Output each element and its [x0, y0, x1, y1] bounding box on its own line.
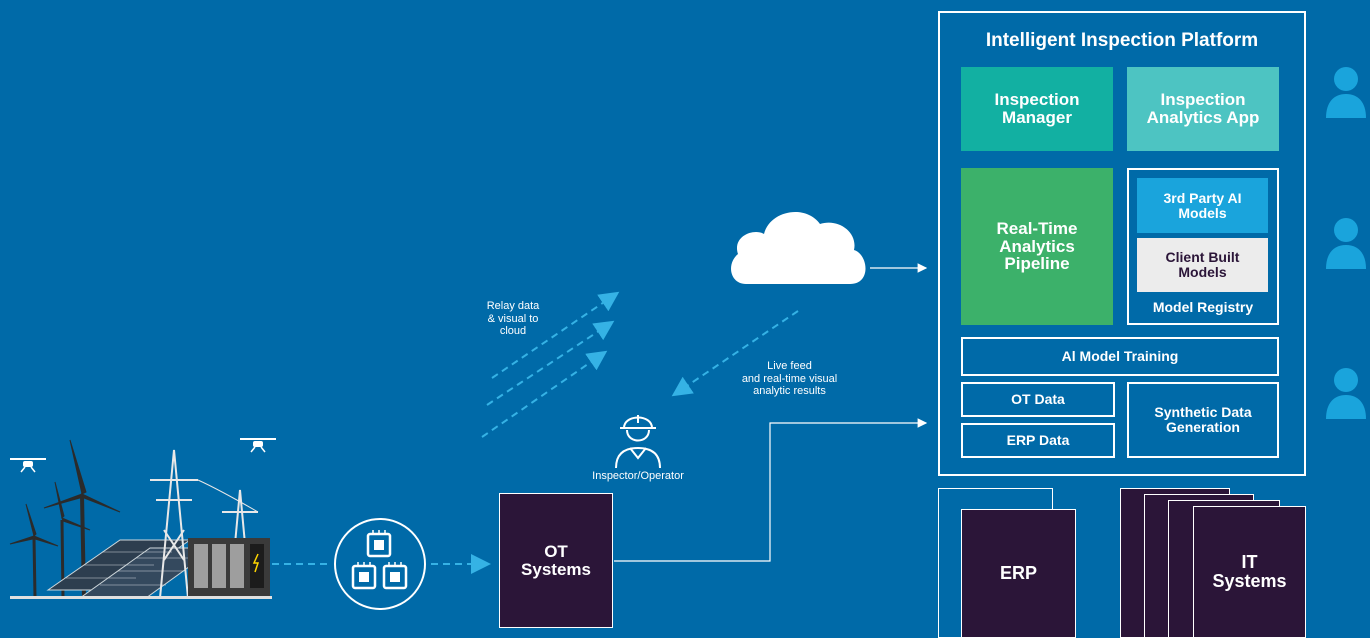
live-feed-label: Live feed and real-time visual analytic … [741, 360, 838, 398]
drone-icon [240, 438, 276, 453]
chip-icon [334, 518, 426, 610]
user-icon [1326, 368, 1366, 419]
model-registry-box [1127, 168, 1279, 325]
live-feed-arrow [671, 310, 799, 397]
relay-arrow-1 [491, 291, 620, 379]
synthetic-data-generation-box: Synthetic Data Generation [1127, 382, 1279, 458]
ot-to-platform-arrow [614, 418, 928, 562]
cloud-icon [731, 211, 866, 284]
erp-data-box: ERP Data [961, 423, 1115, 458]
ot-data-box: OT Data [961, 382, 1115, 417]
relay-arrow-3 [481, 350, 608, 438]
inspection-analytics-app-box: Inspection Analytics App [1127, 67, 1279, 151]
client-built-models-box: Client Built Models [1137, 238, 1268, 292]
it-systems-box: IT Systems [1193, 506, 1306, 638]
relay-arrow-2 [486, 320, 615, 406]
operator-label: Inspector/Operator [592, 470, 684, 482]
infrastructure-illustration [9, 438, 276, 599]
model-registry-label: Model Registry [1152, 298, 1254, 315]
wind-turbine-icon [9, 439, 121, 599]
third-party-ai-models-box: 3rd Party AI Models [1137, 178, 1268, 233]
operator-icon [615, 415, 661, 468]
real-time-analytics-pipeline-box: Real-Time Analytics Pipeline [961, 168, 1113, 325]
ai-model-training-box: Al Model Training [961, 337, 1279, 376]
platform-container [938, 11, 1306, 476]
user-icon [1326, 67, 1366, 118]
user-icon [1326, 218, 1366, 269]
platform-title: Intelligent Inspection Platform [985, 30, 1259, 52]
battery-storage-icon [188, 538, 270, 596]
solar-panel-icon [46, 539, 217, 599]
drone-icon [10, 458, 46, 473]
inspection-manager-box: Inspection Manager [961, 67, 1113, 151]
erp-system-box: ERP [961, 509, 1076, 638]
ot-systems-box: OT Systems [499, 493, 613, 628]
relay-data-label: Relay data & visual to cloud [486, 300, 540, 338]
